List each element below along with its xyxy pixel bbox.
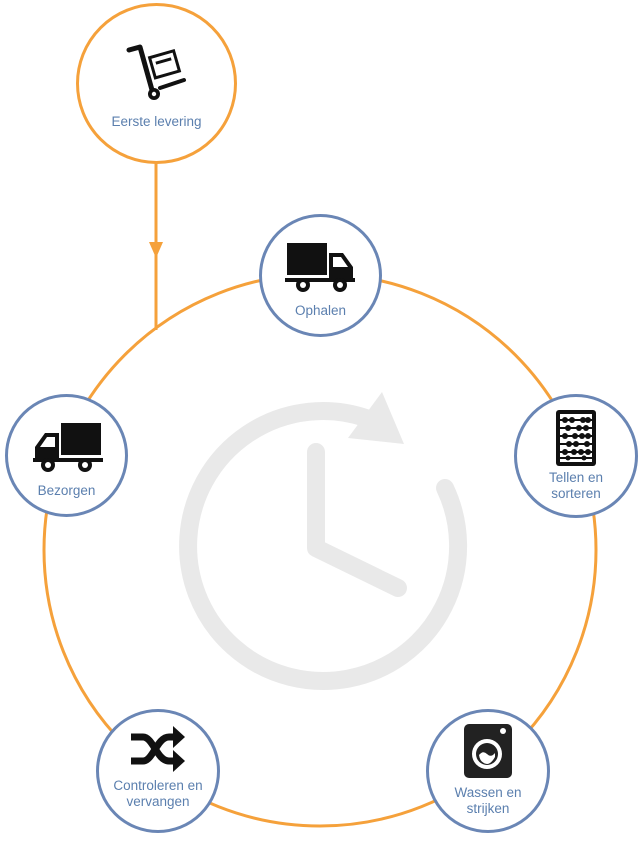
step-node-wassen-en-strijken: Wassen en strijken — [426, 709, 550, 833]
start-node-eerste-levering: Eerste levering — [76, 3, 237, 164]
start-connector-arrow — [149, 242, 163, 258]
step-label-tellen-en-sorteren: Tellen en sorteren — [548, 470, 604, 501]
start-node-label: Eerste levering — [111, 114, 202, 129]
clock-cycle-icon — [179, 392, 468, 690]
step-node-controleren-en-vervangen: Controleren en vervangen — [96, 709, 220, 833]
delivery-truck-icon — [8, 421, 125, 473]
step-node-tellen-en-sorteren: Tellen en sorteren — [514, 394, 638, 518]
hand-truck-icon — [79, 44, 234, 106]
step-node-ophalen: Ophalen — [259, 214, 382, 337]
washing-machine-icon — [429, 723, 547, 779]
step-label-ophalen: Ophalen — [294, 303, 347, 318]
step-label-wassen-en-strijken: Wassen en strijken — [454, 785, 522, 816]
shuffle-icon — [99, 725, 217, 773]
step-label-bezorgen: Bezorgen — [37, 483, 96, 498]
abacus-icon — [517, 409, 635, 467]
step-node-bezorgen: Bezorgen — [5, 394, 128, 517]
step-label-controleren-en-vervangen: Controleren en vervangen — [113, 778, 203, 809]
truck-icon — [262, 241, 379, 293]
